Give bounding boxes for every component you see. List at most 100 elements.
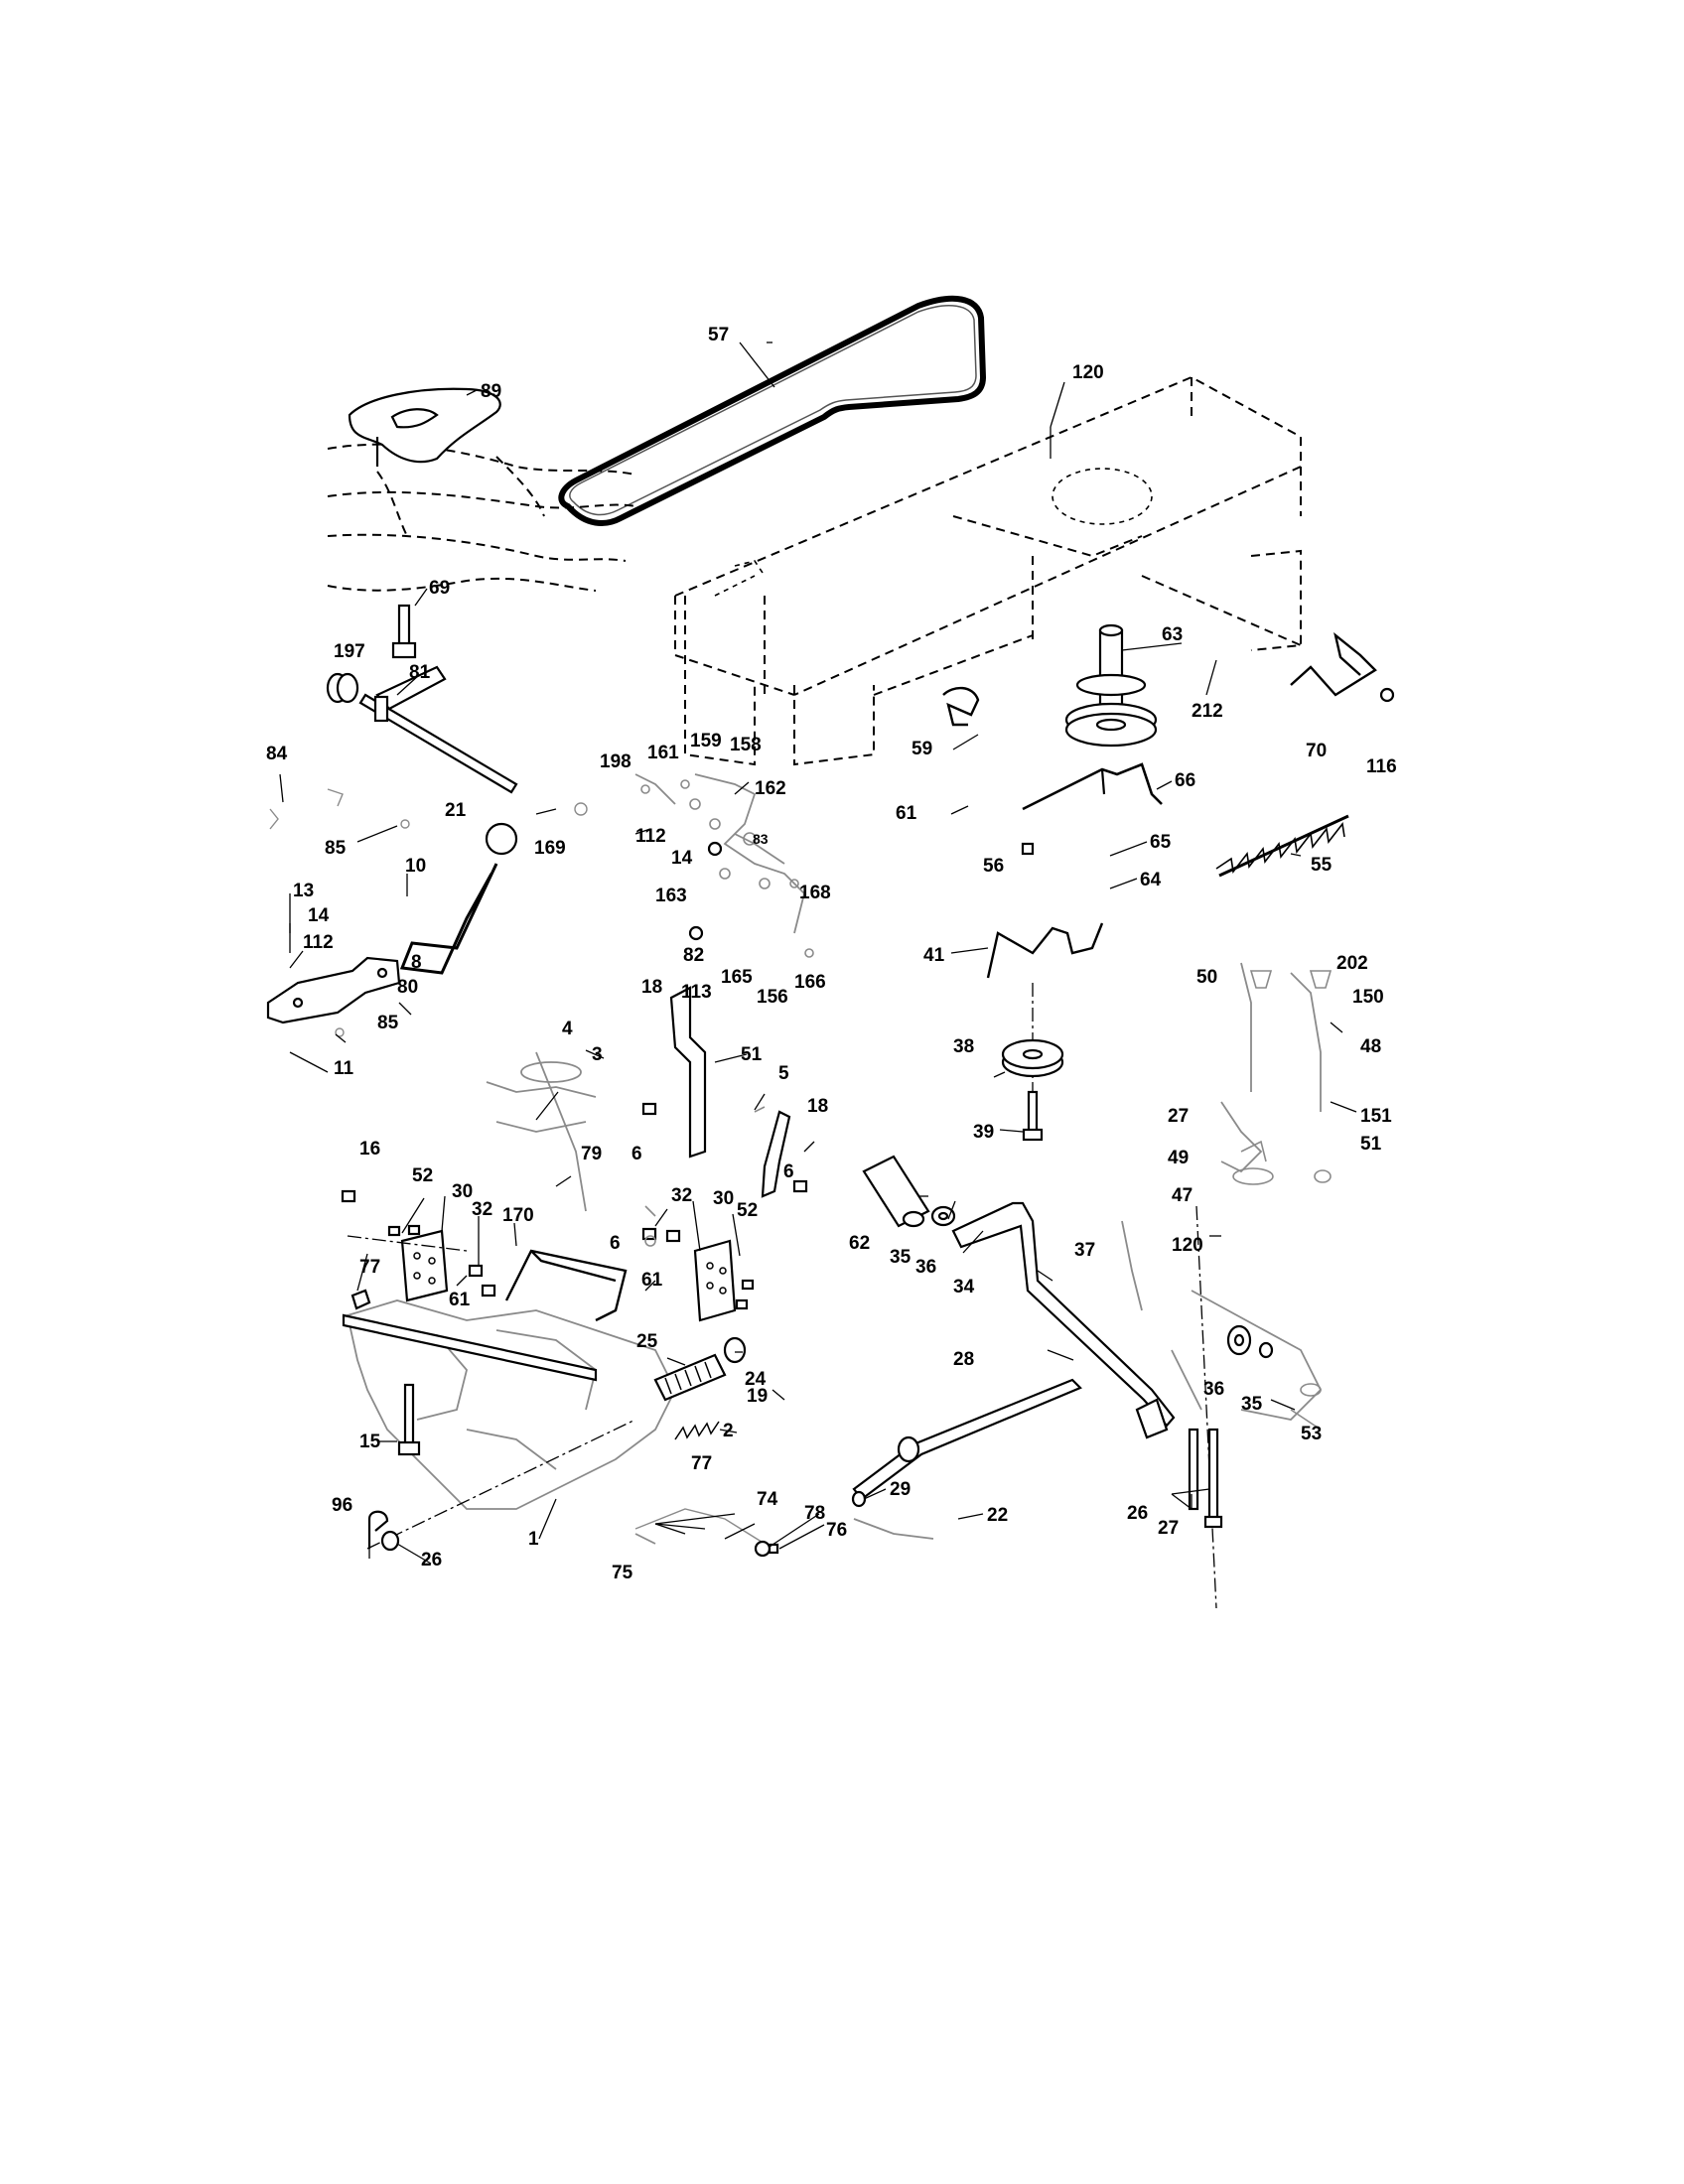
label: 77: [359, 1257, 380, 1278]
label: 158: [730, 735, 762, 755]
label: 14: [308, 905, 330, 926]
label: 112: [635, 826, 666, 847]
bolt: [391, 604, 417, 659]
transaxle: [346, 773, 1323, 1545]
shift-cover: [348, 387, 501, 464]
label: 79: [581, 1144, 602, 1164]
label: 52: [737, 1200, 758, 1221]
label: 80: [397, 977, 418, 998]
label: 75: [612, 1563, 633, 1583]
label: 74: [757, 1489, 778, 1510]
label: 170: [502, 1205, 534, 1226]
label: 198: [600, 751, 632, 772]
label: 51: [1360, 1134, 1382, 1155]
label: 120: [1172, 1235, 1203, 1256]
label: 62: [849, 1233, 870, 1254]
label: 27: [1158, 1518, 1179, 1539]
shift-lever: [399, 863, 498, 975]
label: 8: [411, 952, 422, 973]
bracket-5: [761, 1110, 791, 1198]
label: 51: [741, 1044, 763, 1065]
spring-25: [653, 1336, 747, 1402]
label: 22: [987, 1505, 1008, 1526]
label: 19: [747, 1386, 768, 1407]
shift-shaft: [358, 693, 518, 794]
spacer-tube: [862, 1155, 930, 1228]
spring: [1215, 814, 1349, 878]
label: 32: [671, 1185, 692, 1206]
label: 15: [359, 1432, 381, 1452]
plate-right: [693, 1239, 737, 1322]
label: 16: [359, 1139, 380, 1160]
label: 65: [1150, 832, 1172, 853]
label: 53: [1301, 1424, 1322, 1444]
label: 38: [953, 1036, 974, 1057]
label: 5: [778, 1063, 789, 1084]
label: 28: [953, 1349, 974, 1370]
label: 52: [412, 1165, 433, 1186]
label: 61: [449, 1290, 471, 1310]
fender-outline: [327, 443, 636, 592]
label: 83: [753, 831, 769, 847]
label: 64: [1140, 870, 1162, 890]
label: 202: [1336, 953, 1368, 974]
label: 156: [757, 987, 788, 1008]
label: 82: [683, 945, 704, 966]
label: 76: [826, 1520, 847, 1541]
label: 36: [1203, 1379, 1224, 1400]
label: 85: [377, 1013, 399, 1033]
label: 161: [647, 743, 679, 763]
label: 34: [953, 1277, 975, 1297]
label: 10: [405, 856, 426, 877]
label: 113: [681, 982, 712, 1003]
label: 150: [1352, 987, 1384, 1008]
label: 197: [334, 641, 365, 662]
label: 168: [799, 883, 831, 903]
label: 116: [1366, 756, 1397, 777]
clip: [942, 686, 980, 727]
label: 2: [723, 1421, 734, 1441]
label: 78: [804, 1503, 825, 1524]
idler-bracket-lower: [986, 922, 1104, 979]
part-labels: 57 120 89 69 197 81 84 21 85 169 10 13 1…: [266, 325, 1397, 1583]
label: 212: [1192, 701, 1223, 722]
pulley-assembly: [1064, 623, 1158, 748]
label: 21: [445, 800, 467, 821]
label: 166: [794, 972, 826, 993]
label: 81: [409, 662, 431, 683]
label: 35: [890, 1247, 912, 1268]
label: 57: [708, 325, 729, 345]
label: 26: [1127, 1503, 1148, 1524]
label: 29: [890, 1479, 911, 1500]
label: 35: [1241, 1394, 1263, 1415]
label: 165: [721, 967, 753, 988]
label: 30: [452, 1181, 473, 1202]
drawing: [266, 295, 1395, 1609]
label: 50: [1196, 967, 1217, 988]
label: 70: [1306, 741, 1327, 761]
label: 159: [690, 731, 722, 751]
label: 3: [592, 1044, 603, 1065]
label: 47: [1172, 1185, 1193, 1206]
label: 18: [807, 1096, 828, 1117]
label: 66: [1175, 770, 1195, 791]
label: 30: [713, 1188, 734, 1209]
label: 63: [1162, 624, 1183, 645]
wire-guard: [504, 1249, 628, 1322]
label: 41: [923, 945, 945, 966]
label: 1: [528, 1529, 539, 1550]
bracket-113: [669, 986, 707, 1159]
idler-pulley: [1001, 1038, 1064, 1142]
label: 13: [293, 881, 314, 901]
label: 26: [421, 1550, 442, 1570]
drive-belt: [558, 295, 987, 526]
label: 4: [562, 1019, 573, 1039]
label: 85: [325, 838, 347, 859]
label: 6: [783, 1161, 794, 1182]
label: 84: [266, 744, 288, 764]
label: 163: [655, 886, 687, 906]
label: 49: [1168, 1148, 1189, 1168]
label: 162: [755, 778, 786, 799]
label: 32: [472, 1199, 492, 1220]
